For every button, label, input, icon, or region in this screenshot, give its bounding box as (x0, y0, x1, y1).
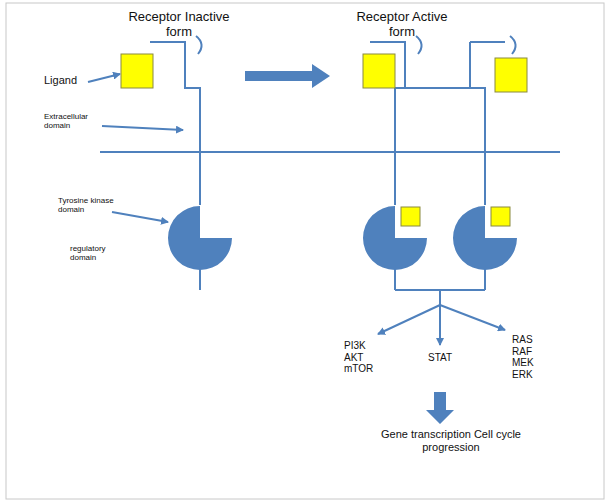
receptor-title: Receptor Active form (352, 10, 452, 40)
part-label: Tyrosine kinase domain (58, 196, 114, 214)
outcome-label: Gene transcription Cell cycle progressio… (376, 428, 526, 453)
part-label: regulatory domain (70, 244, 120, 262)
pathway-label: STAT (428, 352, 452, 364)
pathway-label: PI3K AKT mTOR (344, 340, 373, 375)
receptor-title: Receptor Inactive form (120, 10, 238, 40)
part-label: Extracellular domain (44, 112, 104, 130)
part-label: Ligand (44, 74, 77, 87)
pathway-label: RAS RAF MEK ERK (512, 334, 534, 380)
